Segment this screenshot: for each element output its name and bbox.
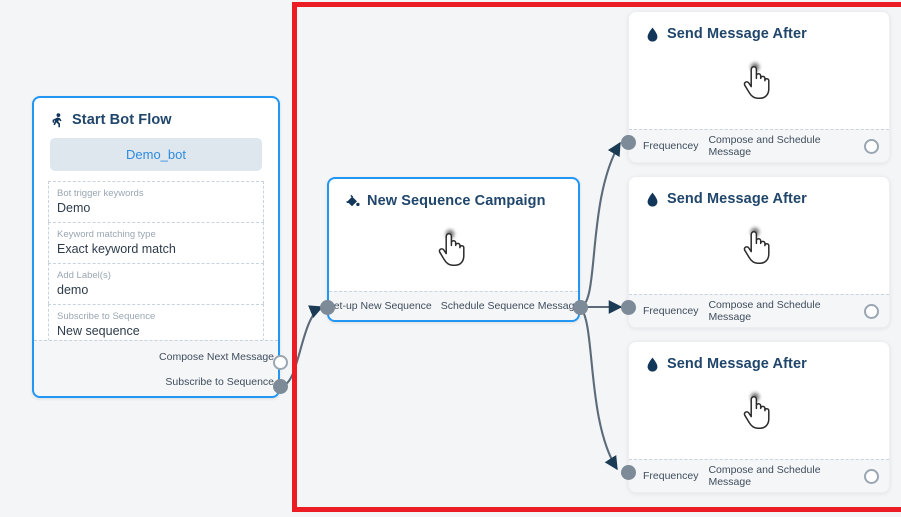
send-message-title-1: Send Message After <box>629 12 889 52</box>
pointing-hand-cursor <box>433 227 475 273</box>
port-compose-and-schedule-message-3[interactable] <box>864 468 879 484</box>
node-send-message-after-3[interactable]: Send Message After Frequencey Compose an… <box>628 341 890 493</box>
edge-schedule-to-card-1 <box>579 141 621 309</box>
port-label-schedule-sequence-message: Schedule Sequence Message <box>440 300 581 312</box>
water-droplet-icon <box>645 191 660 207</box>
send-message-ports-2: Frequencey Compose and Schedule Message <box>629 294 889 327</box>
send-message-ports-1: Frequencey Compose and Schedule Message <box>629 129 889 162</box>
field-label: Subscribe to Sequence <box>57 311 156 322</box>
send-message-cursor-slot-3 <box>629 382 889 444</box>
port-row-compose-next-message[interactable]: Compose Next Message <box>34 344 278 369</box>
port-frequencey-3[interactable] <box>621 465 636 480</box>
water-droplet-icon <box>645 356 660 372</box>
send-message-cursor-slot-2 <box>629 217 889 279</box>
send-message-ports-3: Frequencey Compose and Schedule Message <box>629 459 889 492</box>
port-compose-and-schedule-message-2[interactable] <box>864 303 879 319</box>
port-label-frequencey-2: Frequencey <box>643 305 699 317</box>
start-bot-flow-title: Start Bot Flow <box>34 98 278 138</box>
node-new-sequence-campaign[interactable]: New Sequence Campaign Set-up New Sequenc… <box>327 177 580 322</box>
field-keyword-matching-type[interactable]: Keyword matching type Exact keyword matc… <box>48 222 264 263</box>
water-droplet-icon <box>645 26 660 42</box>
port-subscribe-to-sequence[interactable] <box>273 379 288 394</box>
port-label-compose-and-schedule-3: Compose and Schedule Message <box>708 464 821 488</box>
node-start-bot-flow[interactable]: Start Bot Flow Demo_bot Bot trigger keyw… <box>32 96 280 398</box>
sequence-campaign-title-text: New Sequence Campaign <box>367 193 546 209</box>
port-label: Subscribe to Sequence <box>165 375 274 388</box>
send-message-title-3: Send Message After <box>629 342 889 382</box>
node-send-message-after-2[interactable]: Send Message After Frequencey Compose an… <box>628 176 890 328</box>
port-label-frequencey-1: Frequencey <box>643 140 699 152</box>
port-compose-and-schedule-message-1[interactable] <box>864 138 879 154</box>
sequence-campaign-cursor-slot <box>329 219 578 281</box>
pointing-hand-cursor <box>738 225 780 271</box>
port-label: Compose Next Message <box>159 350 274 363</box>
bot-selector-chip[interactable]: Demo_bot <box>50 138 262 171</box>
port-frequencey-1[interactable] <box>621 135 636 150</box>
pointing-hand-cursor <box>738 60 780 106</box>
pointing-hand-cursor <box>738 390 780 436</box>
field-label: Add Label(s) <box>57 270 111 281</box>
send-message-title-2: Send Message After <box>629 177 889 217</box>
field-value: Demo <box>57 201 91 215</box>
field-value: New sequence <box>57 324 140 338</box>
port-label-compose-and-schedule-2: Compose and Schedule Message <box>708 299 821 323</box>
start-bot-flow-title-text: Start Bot Flow <box>72 112 172 128</box>
sequence-campaign-title: New Sequence Campaign <box>329 179 578 219</box>
running-person-icon <box>50 112 65 128</box>
start-bot-flow-body: Demo_bot Bot trigger keywords Demo Keywo… <box>34 138 278 354</box>
port-row-subscribe-to-sequence[interactable]: Subscribe to Sequence <box>34 369 278 394</box>
port-compose-next-message[interactable] <box>273 355 288 370</box>
port-frequencey-2[interactable] <box>621 300 636 315</box>
field-add-labels[interactable]: Add Label(s) demo <box>48 263 264 304</box>
field-value: demo <box>57 283 89 297</box>
paint-pour-icon <box>345 193 360 209</box>
field-bot-trigger-keywords[interactable]: Bot trigger keywords Demo <box>48 181 264 222</box>
port-label-frequencey-3: Frequencey <box>643 470 699 482</box>
send-message-title-text-1: Send Message After <box>667 26 807 42</box>
node-send-message-after-1[interactable]: Send Message After Frequencey Compose an… <box>628 11 890 163</box>
field-value: Exact keyword match <box>57 242 176 256</box>
port-setup-new-sequence[interactable] <box>320 300 335 315</box>
port-schedule-sequence-message[interactable] <box>573 300 588 315</box>
start-bot-flow-ports: Compose Next Message Subscribe to Sequen… <box>34 340 278 396</box>
send-message-cursor-slot-1 <box>629 52 889 114</box>
port-label-setup-new-sequence: Set-up New Sequence <box>326 300 432 312</box>
send-message-title-text-2: Send Message After <box>667 191 807 207</box>
port-label-compose-and-schedule-1: Compose and Schedule Message <box>708 134 821 158</box>
field-label: Bot trigger keywords <box>57 188 144 199</box>
field-label: Keyword matching type <box>57 229 156 240</box>
send-message-title-text-3: Send Message After <box>667 356 807 372</box>
edge-subscribe-to-setup <box>280 305 324 388</box>
edge-schedule-to-card-3 <box>579 306 618 471</box>
sequence-campaign-ports: Set-up New Sequence Schedule Sequence Me… <box>326 291 581 320</box>
